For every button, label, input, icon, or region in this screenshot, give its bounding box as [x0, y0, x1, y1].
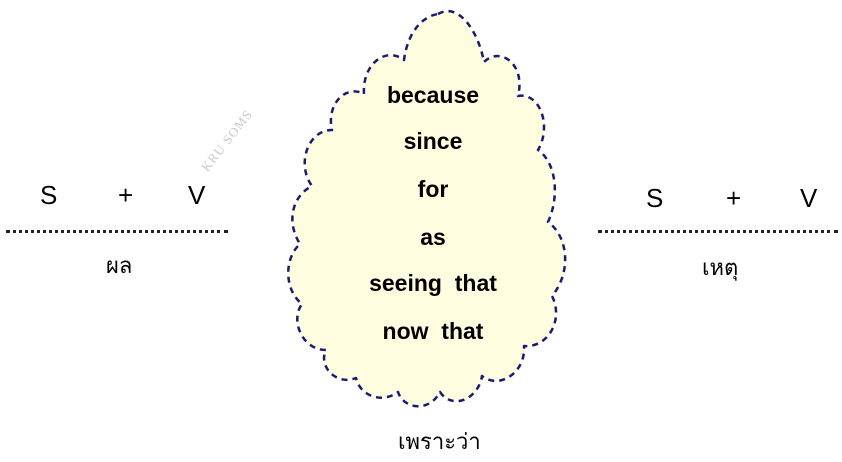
conjunction-for: for: [323, 176, 543, 203]
cloud-caption: เพราะว่า: [398, 424, 481, 459]
conjunction-since: since: [323, 128, 543, 155]
right-label-cause: เหตุ: [702, 250, 738, 285]
left-label-result: ผล: [106, 248, 132, 283]
conjunction-seeing-that: seeing that: [323, 270, 543, 297]
right-plus: +: [726, 183, 741, 214]
left-subject: S: [40, 180, 57, 211]
left-plus: +: [118, 180, 133, 211]
right-dotted-line: [598, 230, 838, 233]
conjunction-as: as: [323, 224, 543, 251]
right-subject: S: [646, 183, 663, 214]
right-verb: V: [800, 183, 817, 214]
conjunction-because: because: [323, 82, 543, 109]
left-dotted-line: [6, 230, 228, 233]
left-verb: V: [188, 180, 205, 211]
conjunction-now-that: now that: [323, 318, 543, 345]
